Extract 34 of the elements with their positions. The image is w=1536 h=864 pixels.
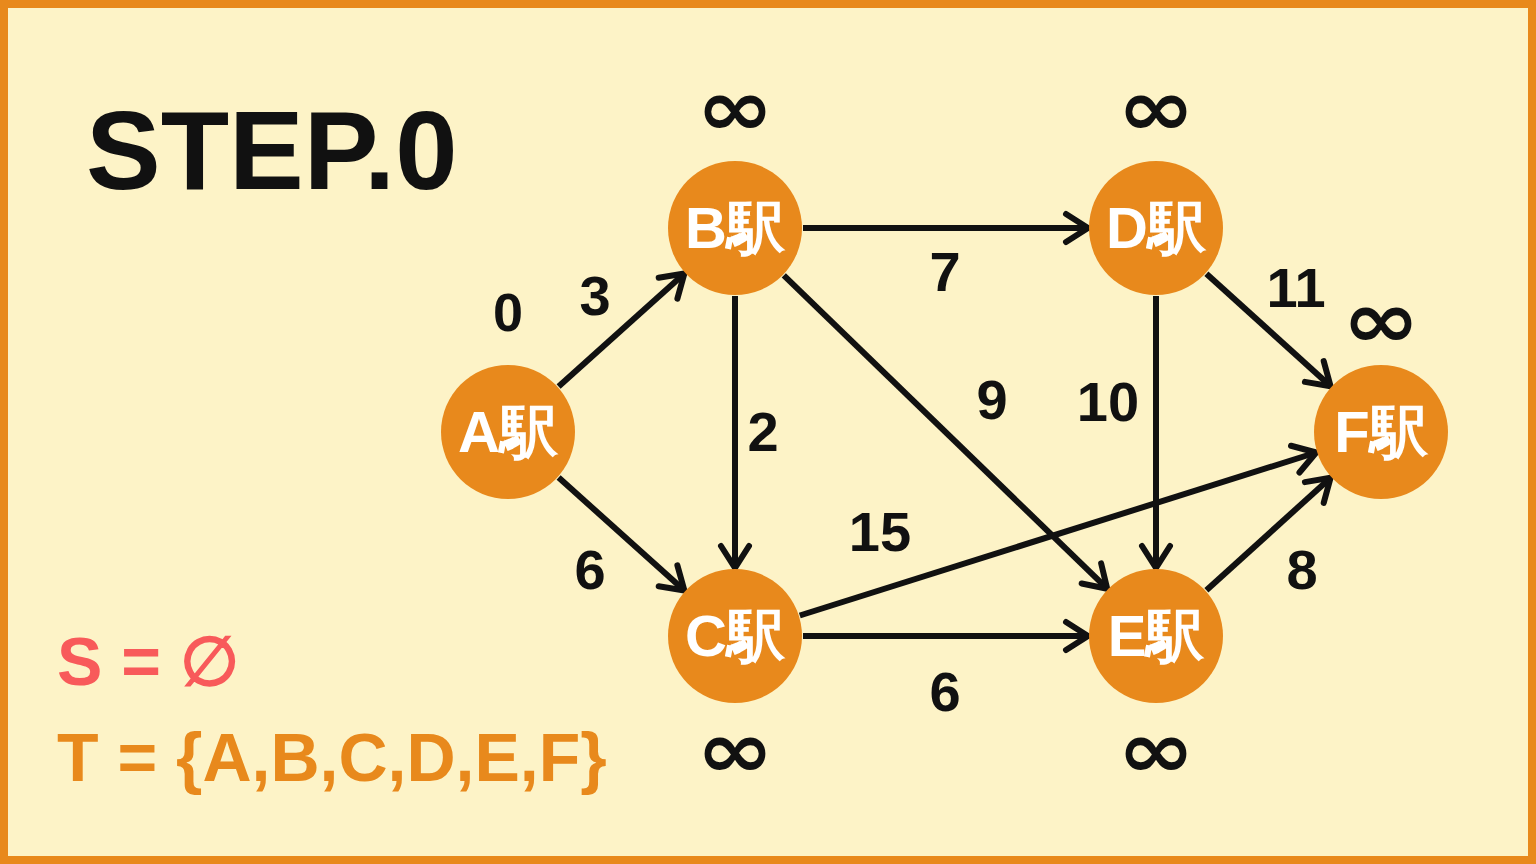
weight-label: 3 bbox=[579, 268, 611, 324]
station-label: C駅 bbox=[685, 607, 785, 665]
arrow bbox=[781, 273, 1111, 592]
weight-label: 6 bbox=[574, 542, 606, 598]
weight-label: 15 bbox=[848, 504, 912, 560]
distance-label: ∞ bbox=[696, 69, 774, 147]
arrow bbox=[556, 270, 688, 389]
distance-label: ∞ bbox=[1117, 69, 1195, 147]
weight-label: 9 bbox=[976, 372, 1008, 428]
distance-label: ∞ bbox=[696, 711, 774, 789]
set-label: S = ∅ bbox=[57, 627, 239, 695]
arrow bbox=[718, 296, 752, 571]
arrow bbox=[798, 442, 1320, 619]
arrow bbox=[803, 619, 1091, 653]
distance-label: ∞ bbox=[1117, 711, 1195, 789]
arrow bbox=[1139, 296, 1173, 571]
station-label: B駅 bbox=[685, 199, 785, 257]
weight-label: 6 bbox=[929, 664, 961, 720]
weight-label: 7 bbox=[929, 244, 961, 300]
arrow bbox=[803, 211, 1091, 245]
weight-label: 2 bbox=[747, 404, 779, 460]
arrow bbox=[1204, 271, 1334, 390]
station-label: A駅 bbox=[458, 403, 558, 461]
distance-label: 0 bbox=[493, 285, 523, 339]
weight-label: 10 bbox=[1076, 374, 1140, 430]
distance-label: ∞ bbox=[1342, 281, 1420, 359]
station-label: E駅 bbox=[1107, 607, 1205, 665]
station-label: D駅 bbox=[1106, 199, 1206, 257]
weight-label: 8 bbox=[1286, 542, 1318, 598]
arrow bbox=[556, 475, 688, 594]
arrow bbox=[1204, 474, 1334, 593]
title: STEP.0 bbox=[86, 95, 458, 207]
weight-label: 11 bbox=[1266, 260, 1326, 316]
station-label: F駅 bbox=[1334, 403, 1428, 461]
